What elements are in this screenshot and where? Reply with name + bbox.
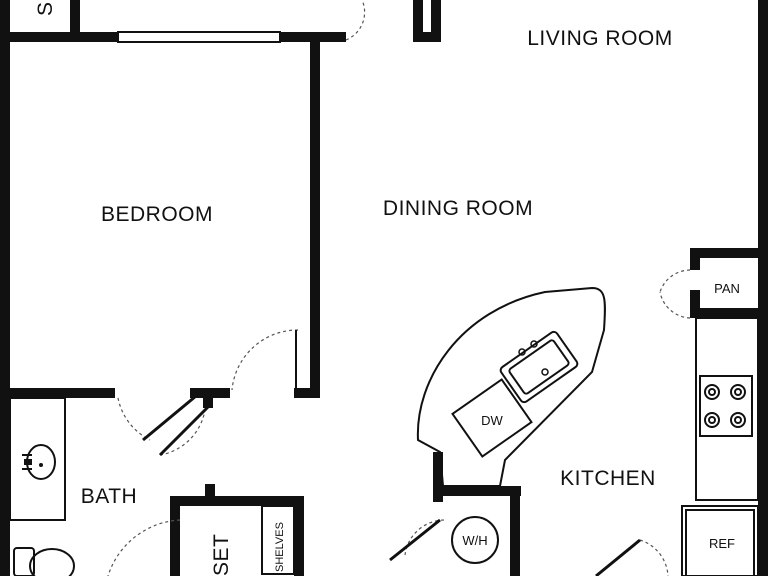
room-labels: LIVING ROOM DINING ROOM BEDROOM BATH KIT… [34, 1, 673, 576]
pantry-label: PAN [714, 281, 740, 296]
bath-label: BATH [81, 485, 137, 508]
refrigerator: REF [681, 505, 759, 576]
kitchen-island: DW [416, 286, 606, 487]
toilet-icon [13, 547, 75, 576]
dining-room-label: DINING ROOM [383, 197, 533, 220]
kitchen-counter: REF PAN [681, 281, 759, 576]
water-heater: W/H [451, 516, 499, 564]
lavatory-sink-icon [22, 444, 56, 480]
closet-shelves: SHELVES [261, 505, 295, 575]
closet-label: SET [210, 534, 233, 576]
range-icon [699, 375, 753, 437]
refrigerator-label: REF [709, 536, 735, 551]
water-heater-label: W/H [462, 533, 487, 548]
sink [499, 330, 579, 404]
bath-fixtures [9, 397, 75, 576]
door-leaves [142, 330, 641, 576]
dishwasher: DW [451, 378, 533, 458]
bedroom-label: BEDROOM [101, 203, 213, 226]
kitchen-label: KITCHEN [560, 467, 656, 490]
storage-label: S [34, 1, 57, 16]
dishwasher-label: DW [481, 413, 503, 428]
shelves-label: SHELVES [274, 522, 286, 572]
living-room-label: LIVING ROOM [527, 27, 673, 50]
bedroom-window [117, 31, 281, 43]
